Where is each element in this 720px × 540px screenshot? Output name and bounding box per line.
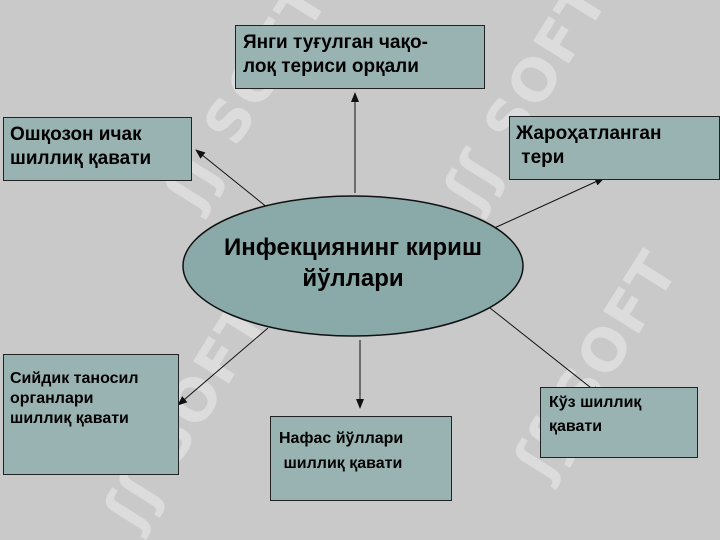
box-urogenital-mucosa-line1: Сийдик таносил: [10, 370, 139, 387]
box-newborn-skin: Янги туғулган чақо- лоқ териси орқали: [235, 25, 485, 89]
box-urogenital-mucosa-line3: шиллиқ қавати: [10, 410, 129, 427]
box-gastrointestinal-mucosa: Ошқозон ичак шиллиқ қавати: [3, 117, 192, 181]
central-label-line2: йўллари: [302, 265, 404, 293]
central-label-line1: Инфекциянинг кириш: [224, 234, 482, 261]
box-urogenital-mucosa-line2: органлари: [10, 390, 94, 407]
box-eye-mucosa: Кўз шиллиқ қавати: [540, 387, 698, 458]
arrow-to-right-top: [489, 177, 605, 231]
arrow-to-left-top: [195, 149, 269, 209]
box-injured-skin: Жароҳатланган тери: [509, 116, 720, 180]
box-injured-skin-line2: тери: [516, 146, 565, 168]
arrow-to-right-bottom: [489, 307, 601, 396]
box-injured-skin-line1: Жароҳатланган: [516, 123, 662, 144]
central-label: Инфекциянинг кириш йўллари: [185, 232, 521, 294]
box-respiratory-mucosa: Нафас йўллари шиллиқ қавати: [270, 416, 452, 501]
box-eye-mucosa-line1: Кўз шиллиқ: [549, 394, 642, 411]
box-gastrointestinal-mucosa-line2: шиллиқ қавати: [10, 147, 152, 169]
box-newborn-skin-line2: лоқ териси орқали: [243, 55, 419, 77]
box-gastrointestinal-mucosa-line1: Ошқозон ичак: [10, 124, 142, 145]
box-respiratory-mucosa-line2: шиллиқ қавати: [279, 454, 403, 472]
box-eye-mucosa-line2: қавати: [549, 418, 603, 435]
box-respiratory-mucosa-line1: Нафас йўллари: [279, 430, 404, 447]
box-urogenital-mucosa: Сийдик таносил органлари шиллиқ қавати: [3, 354, 179, 475]
arrow-to-left-bottom: [177, 327, 269, 406]
central-ellipse: [182, 195, 524, 337]
box-newborn-skin-line1: Янги туғулган чақо-: [243, 32, 428, 53]
